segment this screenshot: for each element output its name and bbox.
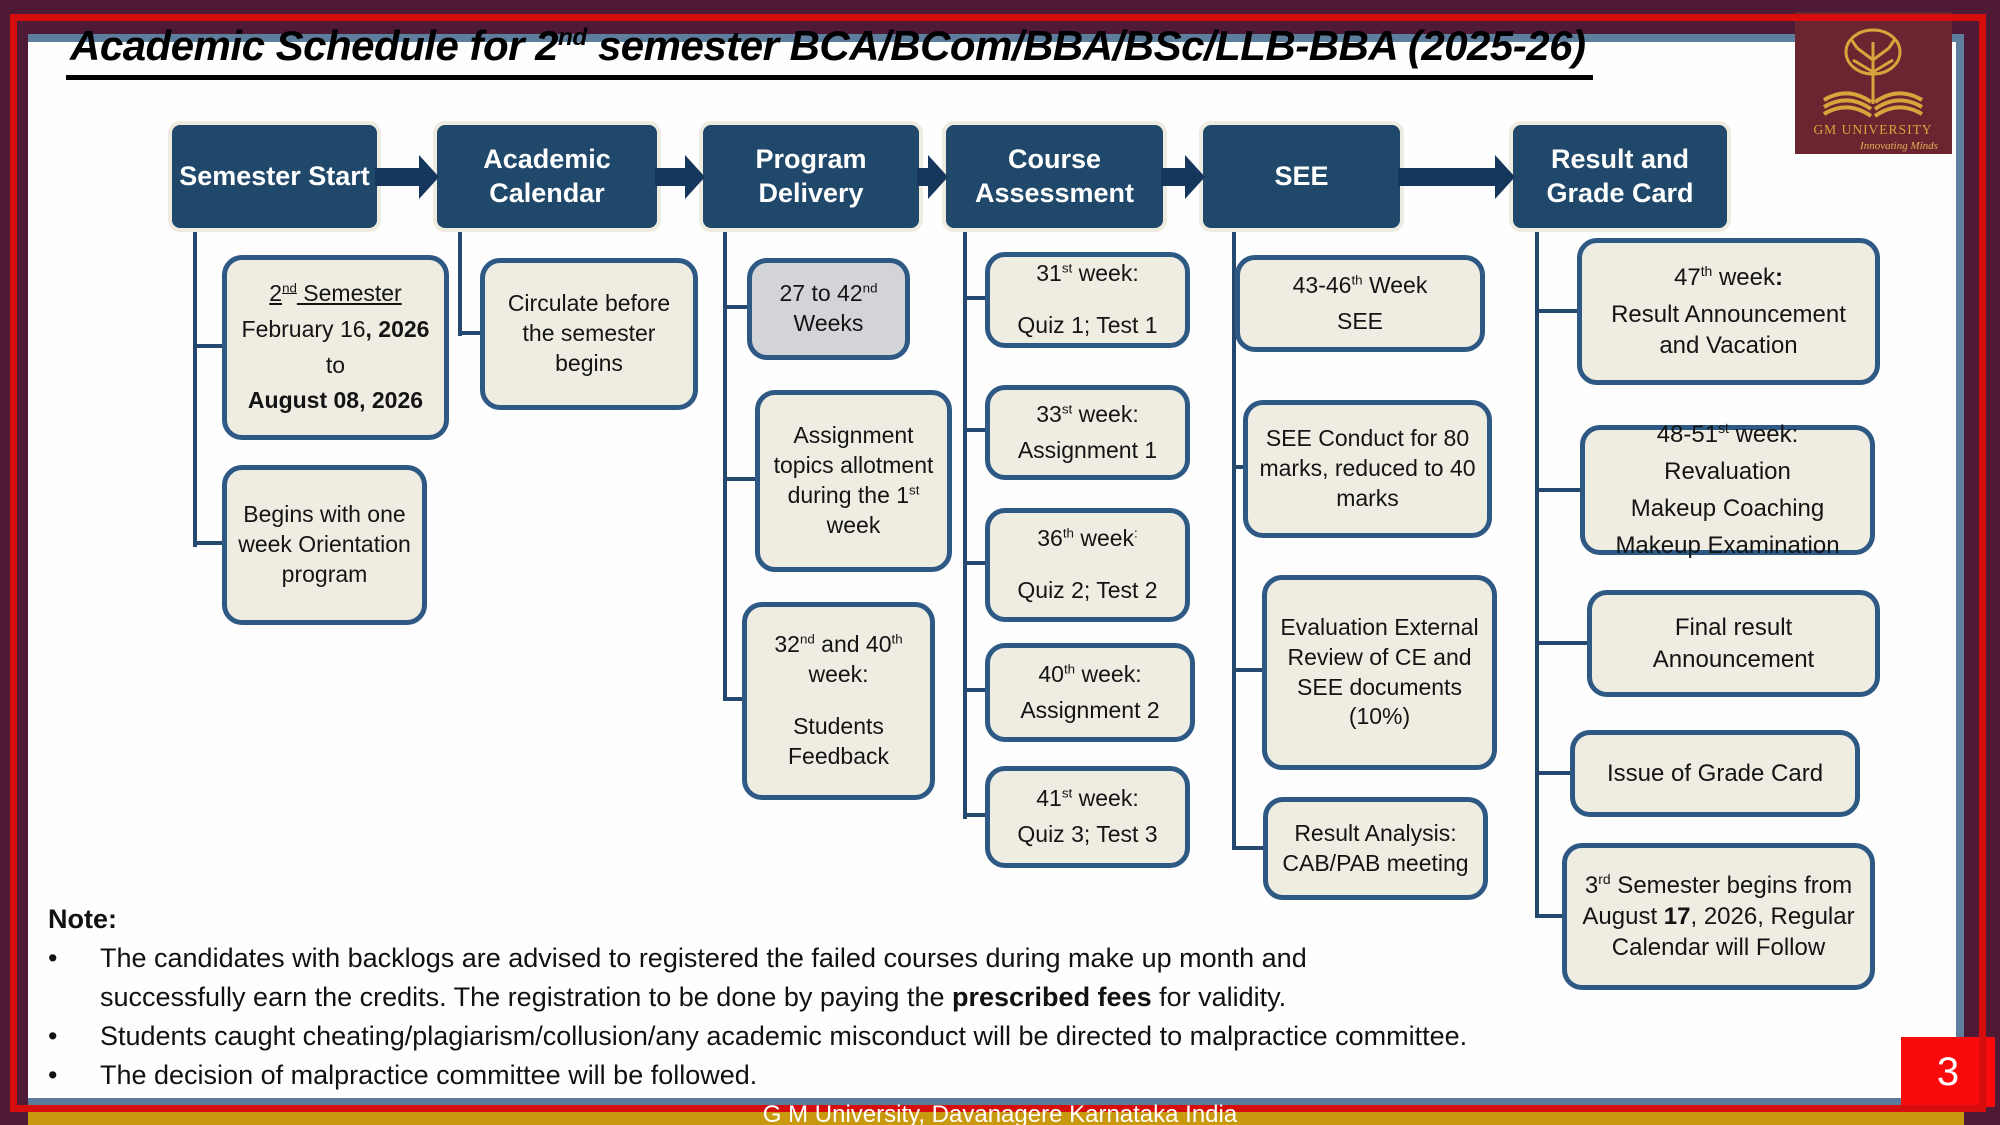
connector-line [723, 228, 727, 701]
connector-line [723, 697, 742, 701]
flow-header-result-grade-card: Result and Grade Card [1513, 125, 1727, 228]
notes-label: Note: [48, 904, 117, 934]
note-bullet-2: • Students caught cheating/plagiarism/co… [48, 1017, 1728, 1056]
connector-line [963, 228, 967, 819]
footer-text: G M University, Davanagere Karnataka Ind… [762, 1101, 1238, 1125]
connector-line [1535, 771, 1570, 775]
connector-line [1232, 846, 1263, 850]
connector-line [963, 813, 985, 817]
flow-box-assignment-topics: Assignment topics allotment during the 1… [755, 390, 952, 572]
connector-line [1535, 309, 1577, 313]
flow-header-see: SEE [1203, 125, 1400, 228]
flow-box-week40: 40th week:Assignment 2 [985, 643, 1195, 742]
flow-box-grade-card: Issue of Grade Card [1570, 730, 1860, 817]
connector-line [458, 331, 480, 335]
page-number: 3 [1901, 1037, 1995, 1107]
connector-line [458, 228, 462, 336]
flow-box-result-analysis: Result Analysis: CAB/PAB meeting [1263, 797, 1488, 900]
note-bullet-text: The decision of malpractice committee wi… [100, 1060, 758, 1090]
flow-box-week31: 31st week:Quiz 1; Test 1 [985, 252, 1190, 348]
connector-line [1535, 914, 1562, 918]
note-bullet-3: • The decision of malpractice committee … [48, 1056, 1728, 1095]
logo-graphic: GM UNIVERSITY Innovating Minds [1795, 12, 1952, 154]
flow-box-weeks-27-42: 27 to 42nd Weeks [747, 258, 910, 360]
flow-box-orientation-program: Begins with one week Orientation program [222, 465, 427, 625]
connector-line [1232, 668, 1262, 672]
connector-line [193, 541, 222, 545]
connector-line [193, 228, 197, 547]
flow-box-week41: 41st week:Quiz 3; Test 3 [985, 766, 1190, 868]
page-title: Academic Schedule for 2nd semester BCA/B… [66, 22, 1594, 80]
footer-stripe-blue [28, 1098, 1964, 1105]
note-bullet-text: Students caught cheating/plagiarism/coll… [100, 1021, 1468, 1051]
connector-line [1535, 488, 1580, 492]
logo-book-icon [1822, 91, 1924, 118]
connector-line [193, 344, 222, 348]
flow-arrow-icon [655, 155, 705, 199]
connector-line [1232, 465, 1243, 469]
bullet-icon: • [48, 943, 58, 973]
gm-university-logo: GM UNIVERSITY Innovating Minds [1795, 12, 1952, 154]
flow-arrow-icon [1398, 155, 1515, 199]
connector-line [963, 561, 985, 565]
connector-line [723, 477, 755, 481]
flow-arrow-icon [1161, 155, 1205, 199]
flow-box-students-feedback: 32nd and 40th week:Students Feedback [742, 602, 935, 800]
flow-header-program-delivery: Program Delivery [703, 125, 919, 228]
flow-box-evaluation-review: Evaluation External Review of CE and SEE… [1262, 575, 1497, 770]
connector-line [963, 688, 985, 692]
flow-header-academic-calendar: Academic Calendar [437, 125, 657, 228]
bullet-icon: • [48, 1021, 58, 1051]
flow-arrow-icon [917, 155, 948, 199]
logo-tagline: Innovating Minds [1859, 140, 1938, 152]
flow-box-week36: 36th week:Quiz 2; Test 2 [985, 508, 1190, 622]
note-bullet-1: • The candidates with backlogs are advis… [48, 939, 1728, 1017]
note-bullet-text: The candidates with backlogs are advised… [100, 943, 1307, 1012]
connector-line [1535, 228, 1539, 918]
flow-box-third-semester: 3rd Semester begins from August 17, 2026… [1562, 843, 1875, 990]
logo-tree-icon [1844, 28, 1902, 104]
flow-header-semester-start: Semester Start [172, 125, 377, 228]
connector-line [1535, 641, 1587, 645]
flow-box-week47-result: 47th week:Result Announcement and Vacati… [1577, 238, 1880, 385]
flow-header-course-assessment: Course Assessment [946, 125, 1163, 228]
flow-box-circulate-calendar: Circulate before the semester begins [480, 258, 698, 410]
connector-line [723, 305, 747, 309]
flow-arrow-icon [375, 155, 439, 199]
flow-box-week33: 33st week:Assignment 1 [985, 385, 1190, 480]
bullet-icon: • [48, 1060, 58, 1090]
notes-section: Note: • The candidates with backlogs are… [48, 900, 1728, 1095]
flow-box-see-conduct: SEE Conduct for 80 marks, reduced to 40 … [1243, 400, 1492, 538]
connector-line [1232, 228, 1236, 850]
logo-name: GM UNIVERSITY [1813, 122, 1932, 137]
flow-box-final-result: Final result Announcement [1587, 590, 1880, 697]
connector-line [963, 296, 985, 300]
connector-line [963, 428, 985, 432]
